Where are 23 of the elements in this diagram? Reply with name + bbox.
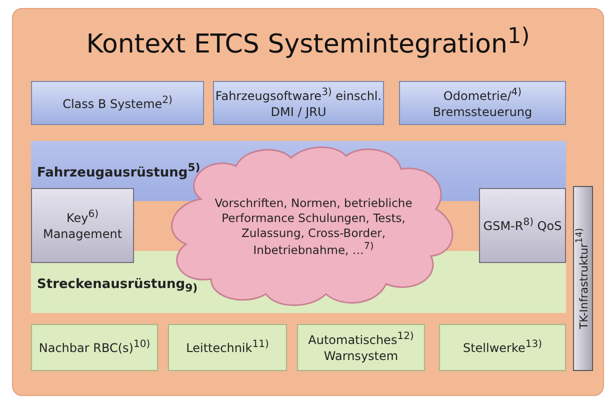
component-box bbox=[399, 81, 566, 125]
box-label: Vorschriften, Normen, betriebliche Performance Schulungen, Tests, Zulassung, Cross-Border, Inbetriebnahme, …$^{7)}$ bbox=[214, 196, 414, 258]
box-label: Automatisches$^{12)}$ Warnsystem bbox=[307, 330, 415, 365]
title: Kontext ETCS Systemintegration$^{1)}$ bbox=[86, 23, 530, 62]
component-box bbox=[297, 324, 425, 371]
box-label: Leittechnik$^{11)}$ bbox=[186, 338, 269, 357]
box-label: Nachbar RBC(s)$^{10)}$ bbox=[38, 338, 150, 357]
box-label: Fahrzeugsoftware$^{3)}$ einschl. DMI / JRU bbox=[214, 86, 383, 120]
box-label: Class B Systeme$^{2)}$ bbox=[62, 94, 172, 112]
component-box bbox=[439, 324, 566, 371]
component-box bbox=[479, 188, 566, 263]
component-box bbox=[31, 324, 158, 371]
box-label: GSM-R$^{8)}$ QoS bbox=[483, 216, 562, 235]
box-label: Stellwerke$^{13)}$ bbox=[462, 338, 542, 357]
box-label: Odometrie/$^{4)}$ Bremssteuerung bbox=[432, 86, 534, 120]
context-panel bbox=[12, 8, 604, 396]
layer-label: Fahrzeugausrüstung$^{5)}$ bbox=[37, 161, 200, 182]
vertical-bar bbox=[573, 186, 593, 371]
component-box bbox=[31, 188, 134, 263]
box-label: Key$^{6)}$ Management bbox=[42, 208, 124, 243]
component-box bbox=[31, 81, 204, 125]
component-box bbox=[168, 324, 287, 371]
layer-label: Streckenausrüstung$_{9)}$ bbox=[37, 277, 198, 296]
